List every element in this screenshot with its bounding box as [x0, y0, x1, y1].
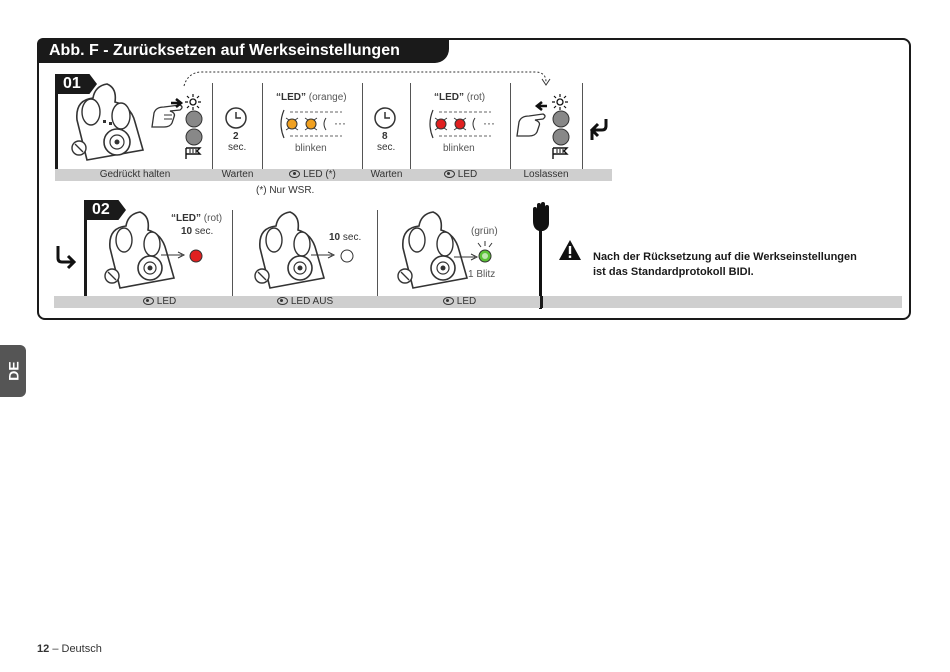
hand-release-icon [516, 113, 546, 137]
p3-color: (grün) [471, 226, 498, 237]
step1-bar-label-wait: Warten [221, 169, 254, 180]
led-green-blink-icon [477, 241, 493, 263]
step1-vline [55, 74, 58, 181]
return-arrow-icon [589, 119, 608, 140]
bidi-flag-icon [552, 147, 569, 159]
step2-bar [54, 296, 902, 308]
pointer-arrow-icon [161, 251, 186, 259]
stop-hand-icon [533, 202, 549, 309]
pointer-arrow-icon [311, 251, 336, 259]
remote-control-icon [397, 211, 469, 289]
arrow-right-icon [171, 97, 184, 109]
led1-action: blinken [295, 143, 327, 154]
figure-title: Abb. F - Zurücksetzen auf Werkseinstellu… [37, 38, 449, 63]
remote-control-icon [254, 211, 326, 289]
wait1-value: 2 [233, 131, 239, 142]
separator [510, 83, 511, 181]
led-red-icon [189, 249, 203, 263]
button-pair-icon [185, 110, 203, 146]
led-off-icon [340, 249, 354, 263]
eye-icon [289, 170, 301, 179]
warning-line-1: Nach der Rücksetzung auf die Werkseinste… [593, 251, 857, 263]
wait2-value: 8 [382, 131, 388, 142]
light-icon [185, 94, 201, 110]
step2-number: 02 [84, 200, 126, 220]
dashed-arrow-icon [183, 71, 551, 87]
separator [377, 210, 378, 308]
eye-icon [442, 297, 454, 306]
led2-dots: ··· [483, 116, 495, 130]
step2-bar-label-led: LED [87, 296, 232, 308]
p2-time: 10 sec. [329, 232, 362, 243]
eye-icon [276, 297, 288, 306]
step1-bar [55, 169, 612, 181]
wait2-unit: sec. [377, 142, 396, 153]
footer-separator: – [52, 643, 59, 655]
separator [232, 210, 233, 308]
page-footer: 12 – Deutsch [37, 643, 102, 655]
footnote: (*) Nur WSR. [256, 185, 315, 196]
warning-text: Nach der Rücksetzung auf die Werkseinste… [593, 250, 857, 280]
step2-vline [84, 200, 87, 308]
step2-bar-label-led: LED [378, 296, 541, 308]
remote-control-icon [104, 211, 176, 289]
step2-bar-label-led-off: LED AUS [233, 296, 377, 308]
pointer-arrow-icon [454, 253, 479, 261]
button-pair-icon [552, 110, 570, 146]
step1-bar-label-led: LED (*) [263, 169, 362, 181]
step1-number: 01 [55, 74, 97, 94]
figure-frame [37, 38, 911, 320]
arrow-left-icon [534, 100, 547, 112]
warning-line-2: ist das Standardprotokoll BIDI. [593, 266, 754, 278]
footer-language: Deutsch [61, 643, 102, 655]
return-arrow-icon [56, 246, 77, 270]
led-blink-icon [429, 109, 491, 139]
led2-action: blinken [443, 143, 475, 154]
separator [262, 83, 263, 181]
step1-bar-label-hold: Gedrückt halten [99, 169, 171, 180]
remote-control-icon [71, 83, 145, 161]
separator [212, 83, 213, 181]
bidi-flag-icon [185, 147, 202, 159]
p1-led-heading: “LED” (rot) [171, 213, 223, 224]
separator [410, 83, 411, 181]
led2-heading: “LED” (rot) [434, 92, 486, 103]
clock-icon [374, 107, 396, 129]
wait1-unit: sec. [228, 142, 247, 153]
warning-icon [559, 240, 581, 260]
hand-press-icon [151, 104, 183, 128]
separator [582, 83, 583, 181]
language-tab: DE [0, 345, 26, 397]
light-icon [552, 94, 568, 110]
led1-dots: ··· [334, 116, 346, 130]
eye-icon [443, 170, 455, 179]
step1-bar-label-wait: Warten [370, 169, 403, 180]
step1-bar-label-release: Loslassen [523, 169, 569, 180]
separator [362, 83, 363, 181]
led1-heading: “LED” (orange) [276, 92, 347, 103]
eye-icon [142, 297, 154, 306]
led-blink-icon [280, 109, 342, 139]
page-number: 12 [37, 643, 50, 655]
step1-bar-label-led: LED [411, 169, 510, 181]
p3-flash: 1 Blitz [468, 269, 496, 280]
step2-bar-end [540, 296, 543, 308]
p1-time: 10 sec. [181, 226, 214, 237]
clock-icon [225, 107, 247, 129]
